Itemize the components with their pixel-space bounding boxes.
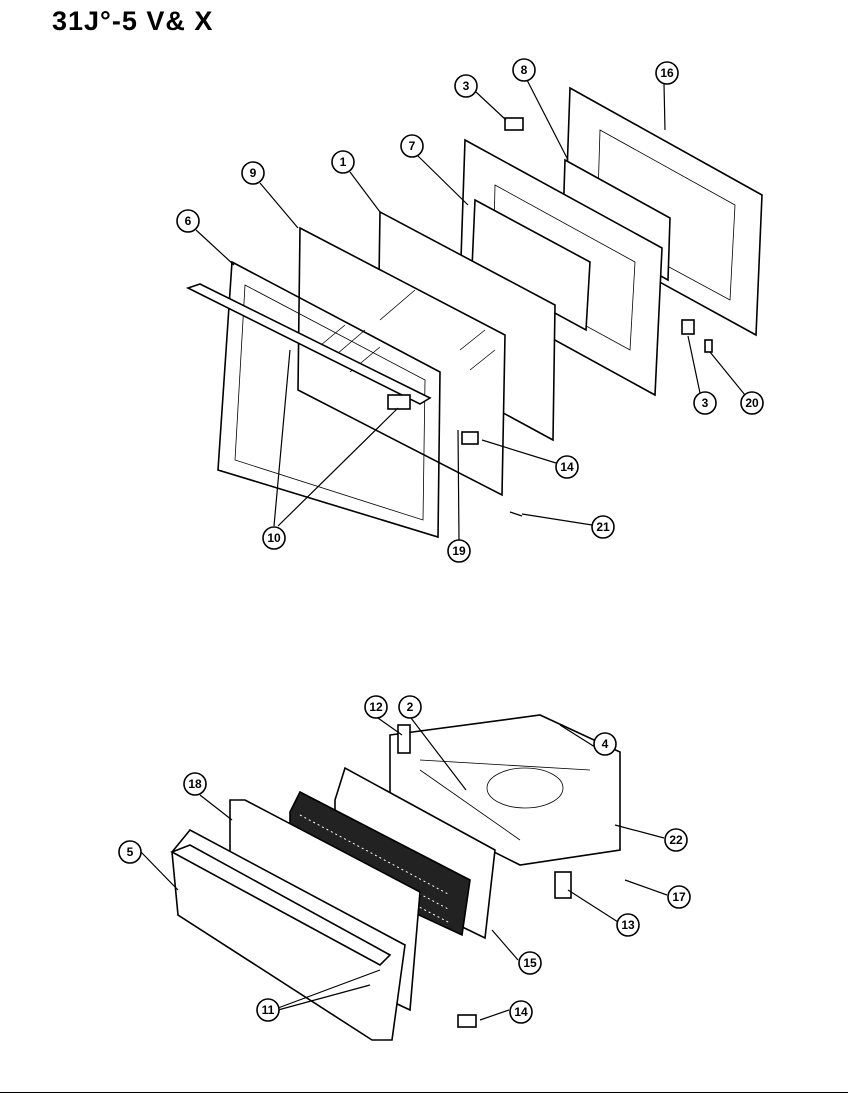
svg-text:16: 16 — [660, 66, 674, 80]
part-10-handle-bracket — [387, 394, 411, 410]
callout-3: 3 — [454, 74, 478, 98]
svg-text:1: 1 — [340, 155, 347, 169]
svg-text:2: 2 — [407, 700, 414, 714]
part-20-clip — [704, 339, 713, 353]
callout-1: 1 — [331, 150, 355, 174]
svg-text:6: 6 — [185, 214, 192, 228]
callout-13: 13 — [616, 913, 640, 937]
callout-10: 10 — [262, 526, 286, 550]
callout-15: 15 — [518, 951, 542, 975]
leader-lines-top — [195, 79, 746, 541]
svg-text:14: 14 — [560, 460, 574, 474]
svg-text:20: 20 — [745, 396, 759, 410]
svg-text:12: 12 — [369, 700, 383, 714]
svg-text:17: 17 — [672, 890, 686, 904]
callout-5: 5 — [118, 840, 142, 864]
callout-17: 17 — [667, 885, 691, 909]
svg-text:10: 10 — [267, 531, 281, 545]
callouts-top: 3 8 16 9 1 7 6 3 20 14 21 10 19 — [176, 58, 764, 563]
svg-text:18: 18 — [188, 777, 202, 791]
part-3-hinge-right — [681, 319, 695, 335]
diagram-title: 31J°-5 V& X — [52, 6, 214, 36]
svg-text:22: 22 — [669, 833, 683, 847]
callout-8: 8 — [512, 58, 536, 82]
part-13-slide-bracket — [554, 871, 572, 899]
svg-text:3: 3 — [463, 79, 470, 93]
drawer-assembly — [170, 714, 621, 1041]
svg-text:14: 14 — [514, 1005, 528, 1019]
callout-11: 11 — [256, 998, 280, 1022]
callout-16: 16 — [655, 61, 679, 85]
part-10-handle-bar — [185, 283, 432, 405]
svg-text:7: 7 — [409, 139, 416, 153]
callout-3b: 3 — [693, 391, 717, 415]
svg-text:19: 19 — [452, 544, 466, 558]
svg-text:15: 15 — [523, 956, 537, 970]
part-3-hinge-top — [504, 117, 524, 131]
part-6-door-frame — [217, 260, 441, 539]
callout-9: 9 — [241, 161, 265, 185]
part-12-slide-bracket — [397, 724, 411, 754]
leader-lines-bottom — [140, 717, 668, 1021]
oven-door-assembly — [185, 86, 763, 539]
svg-text:4: 4 — [602, 737, 609, 751]
callout-14: 14 — [555, 455, 579, 479]
callout-4: 4 — [593, 732, 617, 756]
callout-14b: 14 — [509, 1000, 533, 1024]
svg-text:3: 3 — [702, 396, 709, 410]
bottom-rule — [0, 1092, 848, 1093]
part-14-label-bottom — [457, 1014, 477, 1028]
svg-text:21: 21 — [596, 520, 610, 534]
callout-12: 12 — [364, 695, 388, 719]
callout-6: 6 — [176, 209, 200, 233]
callout-7: 7 — [400, 134, 424, 158]
callouts-bottom: 12 2 4 18 5 22 17 13 15 11 14 — [118, 695, 691, 1024]
svg-text:11: 11 — [262, 1003, 275, 1017]
callout-20: 20 — [740, 391, 764, 415]
callout-2: 2 — [398, 695, 422, 719]
part-14-label — [461, 431, 479, 445]
svg-text:8: 8 — [521, 63, 528, 77]
svg-text:13: 13 — [621, 918, 635, 932]
part-7-window-frame — [471, 198, 591, 332]
part-21-screw — [509, 511, 523, 517]
callout-18: 18 — [183, 772, 207, 796]
callout-21: 21 — [591, 515, 615, 539]
part-11-handle — [170, 844, 392, 966]
callout-19: 19 — [447, 539, 471, 563]
svg-text:5: 5 — [127, 845, 134, 859]
svg-text:9: 9 — [250, 166, 257, 180]
callout-22: 22 — [664, 828, 688, 852]
